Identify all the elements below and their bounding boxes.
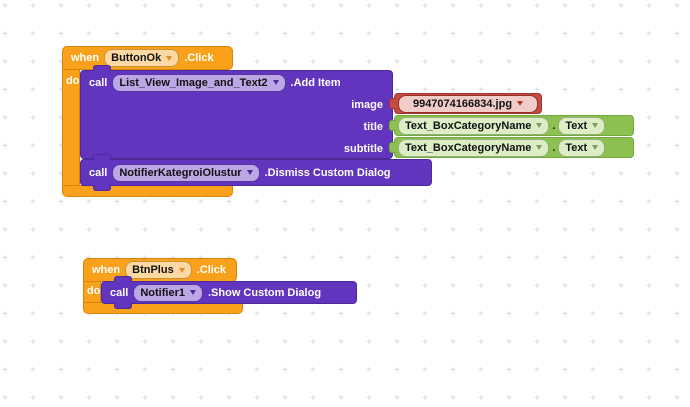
dropdown-arrow-icon	[536, 123, 543, 128]
method-component-dropdown[interactable]: NotifierKategroiOlustur	[112, 163, 260, 182]
dropdown-arrow-icon	[246, 170, 253, 175]
property-separator: .	[552, 141, 556, 154]
asset-dropdown[interactable]: 9947074166834.jpg	[398, 94, 538, 113]
getter-property-dropdown[interactable]: Text	[558, 138, 606, 157]
arg-label-subtitle: subtitle	[343, 143, 383, 155]
getter-component-dropdown[interactable]: Text_BoxCategoryName	[398, 138, 550, 157]
method-name-label: .Show Custom Dialog	[207, 286, 322, 299]
plug-connector	[389, 98, 396, 109]
dropdown-arrow-icon	[178, 267, 185, 273]
plug-connector	[389, 120, 396, 131]
event-component-dropdown[interactable]: ButtonOk	[104, 49, 180, 67]
when-btnplus-event-block[interactable]: when BtnPlus .Click	[83, 258, 237, 282]
dropdown-arrow-icon	[517, 101, 524, 106]
event-component-name: ButtonOk	[111, 52, 162, 64]
getter-property-name: Text	[565, 119, 588, 132]
method-component-dropdown[interactable]: Notifier1	[133, 283, 203, 302]
method-name-label: .Add Item	[290, 76, 341, 89]
do-label: do	[66, 75, 80, 87]
property-separator: .	[552, 119, 556, 132]
subtitle-property-getter-block[interactable]: Text_BoxCategoryName . Text	[389, 137, 634, 158]
dropdown-arrow-icon	[536, 145, 543, 150]
call-label: call	[89, 166, 108, 179]
event-component-dropdown[interactable]: BtnPlus	[125, 261, 192, 279]
plug-connector	[389, 142, 396, 153]
getter-component-name: Text_BoxCategoryName	[405, 141, 532, 154]
when-buttonok-event-block[interactable]: when ButtonOk .Click	[62, 46, 233, 70]
connector-notch	[93, 154, 111, 160]
event-name-label: .Click	[184, 52, 214, 64]
image-asset-value-block[interactable]: 9947074166834.jpg	[389, 93, 542, 114]
dropdown-arrow-icon	[272, 80, 279, 85]
arg-label-image: image	[351, 99, 383, 111]
connector-notch	[93, 185, 111, 191]
method-component-name: List_View_Image_and_Text2	[119, 76, 268, 89]
method-component-name: Notifier1	[140, 286, 185, 299]
dropdown-arrow-icon	[592, 123, 599, 128]
connector-notch	[93, 65, 111, 71]
getter-component-dropdown[interactable]: Text_BoxCategoryName	[398, 116, 550, 135]
when-label: when	[92, 264, 121, 276]
event-name-label: .Click	[196, 264, 227, 276]
asset-filename: 9947074166834.jpg	[412, 97, 513, 110]
dropdown-arrow-icon	[189, 290, 196, 295]
dismiss-dialog-call-block[interactable]: call NotifierKategroiOlustur .Dismiss Cu…	[80, 154, 432, 191]
connector-notch	[114, 303, 132, 309]
show-dialog-call-block[interactable]: call Notifier1 .Show Custom Dialog	[101, 276, 357, 309]
add-item-call-block[interactable]: call List_View_Image_and_Text2 .Add Item…	[80, 65, 393, 159]
dropdown-arrow-icon	[166, 55, 173, 61]
arg-label-title: title	[363, 121, 383, 133]
event-block-left-column[interactable]	[62, 70, 80, 186]
getter-component-name: Text_BoxCategoryName	[405, 119, 532, 132]
event-block-left-column[interactable]	[83, 282, 101, 303]
event-block-bottom-bar[interactable]	[62, 185, 233, 197]
getter-property-dropdown[interactable]: Text	[558, 116, 606, 135]
when-label: when	[71, 52, 100, 64]
method-component-dropdown[interactable]: List_View_Image_and_Text2	[112, 73, 286, 92]
call-label: call	[110, 286, 129, 299]
method-name-label: .Dismiss Custom Dialog	[264, 166, 391, 179]
getter-property-name: Text	[565, 141, 588, 154]
call-label: call	[89, 76, 108, 89]
connector-notch	[114, 276, 132, 282]
do-label: do	[87, 285, 101, 297]
event-component-name: BtnPlus	[132, 264, 174, 276]
title-property-getter-block[interactable]: Text_BoxCategoryName . Text	[389, 115, 634, 136]
dropdown-arrow-icon	[592, 145, 599, 150]
method-component-name: NotifierKategroiOlustur	[119, 166, 242, 179]
